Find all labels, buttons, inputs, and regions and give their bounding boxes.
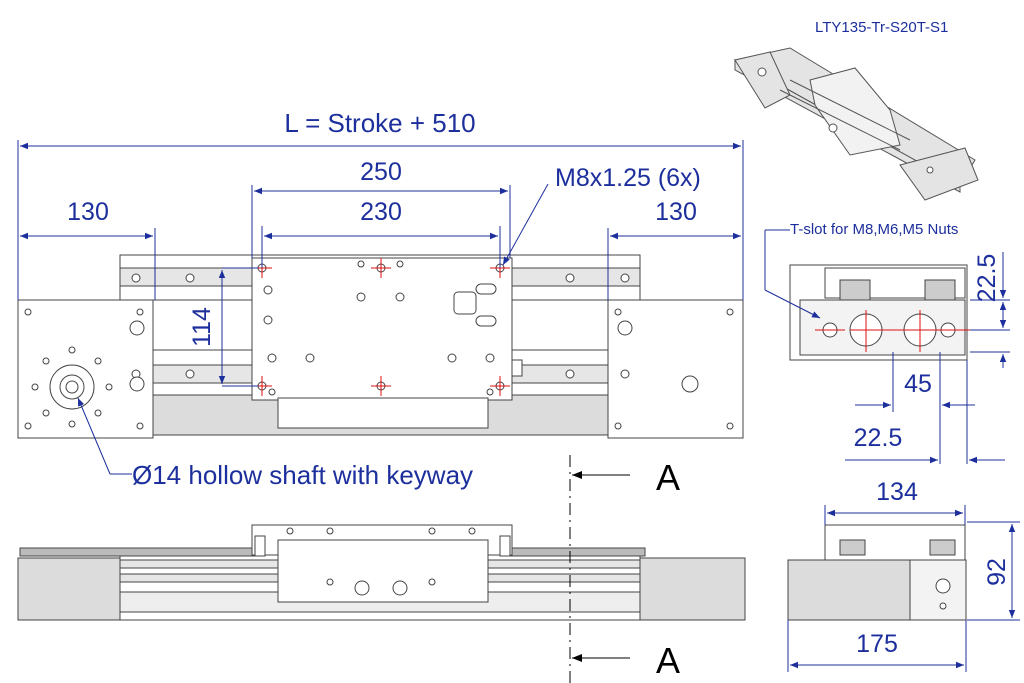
profile-height-label: 92 [983, 558, 1011, 586]
front-view [17, 524, 746, 621]
section-view [789, 264, 975, 361]
idler-end-block [607, 299, 744, 439]
hole-spacing-x-label: 230 [360, 198, 402, 226]
section-view-dimensions [764, 229, 1010, 464]
thread-callout: M8x1.25 (6x) [555, 164, 701, 192]
carriage-width-label: 134 [876, 478, 918, 506]
model-title: LTY135-Tr-S20T-S1 [815, 19, 948, 36]
section-label-top: A [656, 457, 680, 498]
left-end-label: 130 [67, 198, 109, 226]
iso-view [733, 47, 979, 201]
shaft-callout: Ø14 hollow shaft with keyway [132, 460, 473, 490]
side-view [787, 524, 967, 621]
section-label-bottom: A [656, 640, 680, 681]
side-view-dimensions [787, 505, 1020, 672]
profile-width-label: 175 [856, 630, 898, 658]
slot-spacing-label: 45 [904, 370, 932, 398]
tslot-callout: T-slot for M8,M6,M5 Nuts [790, 221, 958, 238]
slot-offset-label: 22.5 [854, 424, 903, 452]
carriage-length-label: 250 [360, 158, 402, 186]
overall-length-label: L = Stroke + 510 [284, 108, 475, 138]
hole-spacing-y-label: 114 [188, 307, 216, 347]
slot-height-label: 22.5 [973, 254, 1001, 303]
section-markers [569, 455, 630, 683]
top-view [17, 254, 744, 439]
right-end-label: 130 [655, 198, 697, 226]
top-view-dimensions [17, 140, 744, 475]
access-cover [453, 291, 477, 315]
carriage-plate [251, 257, 513, 401]
